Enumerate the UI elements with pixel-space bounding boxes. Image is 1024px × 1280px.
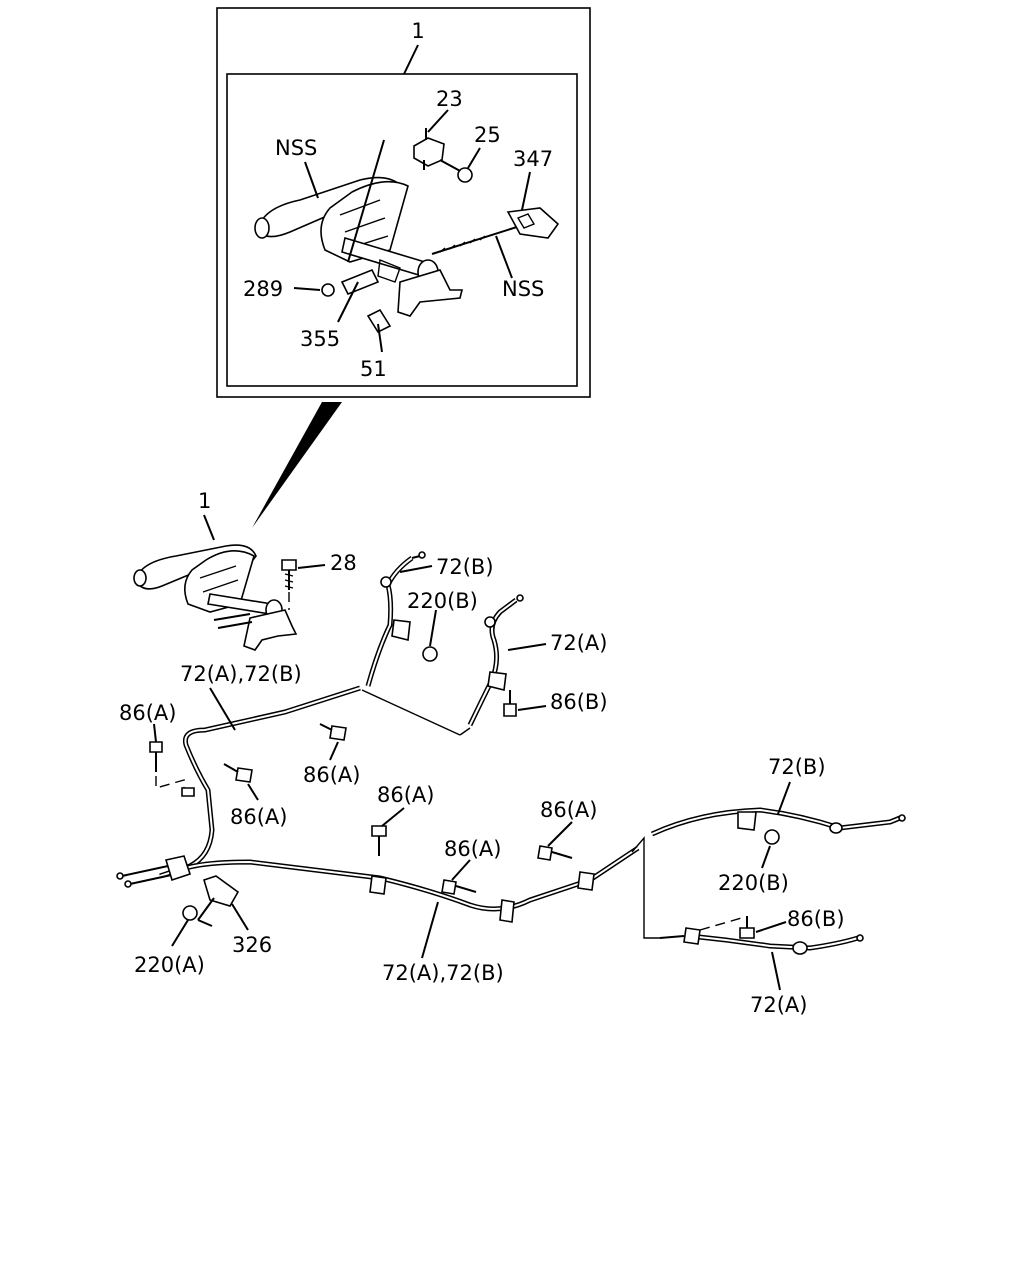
clip-326-drawing [197, 875, 240, 927]
small-parts-drawing [321, 268, 392, 334]
label-86b-right: 86(B) [787, 907, 845, 931]
label-main-1: 1 [198, 489, 211, 513]
nut-220a-drawing [182, 905, 198, 921]
label-86b-mid: 86(B) [550, 690, 608, 714]
label-86a-mid1: 86(A) [303, 763, 360, 787]
label-86a-mid2: 86(A) [230, 805, 287, 829]
label-72b-top: 72(B) [436, 555, 494, 579]
cable-72a-upper [467, 594, 524, 727]
nut-220b-top-drawing [422, 646, 438, 662]
label-nss-rod: NSS [502, 277, 544, 301]
cable-lower-main [179, 845, 640, 923]
clip-23-drawing [413, 128, 445, 170]
label-nss-lever: NSS [275, 136, 317, 160]
label-72b-far-right: 72(B) [768, 755, 826, 779]
label-220b-top: 220(B) [407, 589, 478, 613]
label-347: 347 [513, 147, 553, 171]
cable-end-left [116, 855, 192, 888]
label-289: 289 [243, 277, 283, 301]
cable-front-section [159, 685, 361, 879]
label-86a-center: 86(A) [377, 783, 434, 807]
label-72ab-lower: 72(A),72(B) [382, 961, 504, 985]
nut-220b-right-drawing [764, 829, 780, 845]
bolt-86a-right-drawing [537, 845, 573, 861]
detail-outer-frame [216, 7, 591, 398]
label-51: 51 [360, 357, 387, 381]
label-72ab-upper: 72(A),72(B) [180, 662, 302, 686]
bolt-86a-left-drawing [149, 741, 195, 797]
label-86a-lower: 86(A) [444, 837, 501, 861]
label-86a-right: 86(A) [540, 798, 597, 822]
lever-assembly-drawing [133, 544, 298, 651]
bolt-86a-mid1-drawing [319, 723, 347, 741]
label-220a: 220(A) [134, 953, 205, 977]
cable-72a-rear [659, 927, 864, 955]
bolt-86a-lower-drawing [441, 879, 477, 895]
label-326: 326 [232, 933, 272, 957]
detail-callout-number: 1 [411, 19, 424, 43]
cable-72b-upper [365, 551, 426, 687]
label-86a-left: 86(A) [119, 701, 176, 725]
bolt-86b-right-drawing [739, 916, 755, 939]
bolt-86a-mid2-drawing [223, 763, 253, 783]
label-72a-right: 72(A) [550, 631, 607, 655]
cable-72b-rear [650, 807, 906, 837]
label-25: 25 [474, 123, 501, 147]
label-220b-right: 220(B) [718, 871, 789, 895]
label-23: 23 [436, 87, 463, 111]
bolt-86b-mid-drawing [503, 690, 517, 717]
label-72a-far-right: 72(A) [750, 993, 807, 1017]
main-view: 1 28 72(B) 220(B) 72(A) 86(B) 72(A),72(B… [116, 489, 906, 1017]
label-355: 355 [300, 327, 340, 351]
detail-pointer-wedge [252, 402, 342, 528]
bolt-28-drawing [281, 559, 297, 610]
detail-view: 1 [216, 7, 591, 398]
screw-25-drawing [439, 159, 473, 183]
detail-inner-frame [226, 73, 578, 387]
label-28: 28 [330, 551, 357, 575]
bolt-86a-center-drawing [371, 825, 387, 856]
